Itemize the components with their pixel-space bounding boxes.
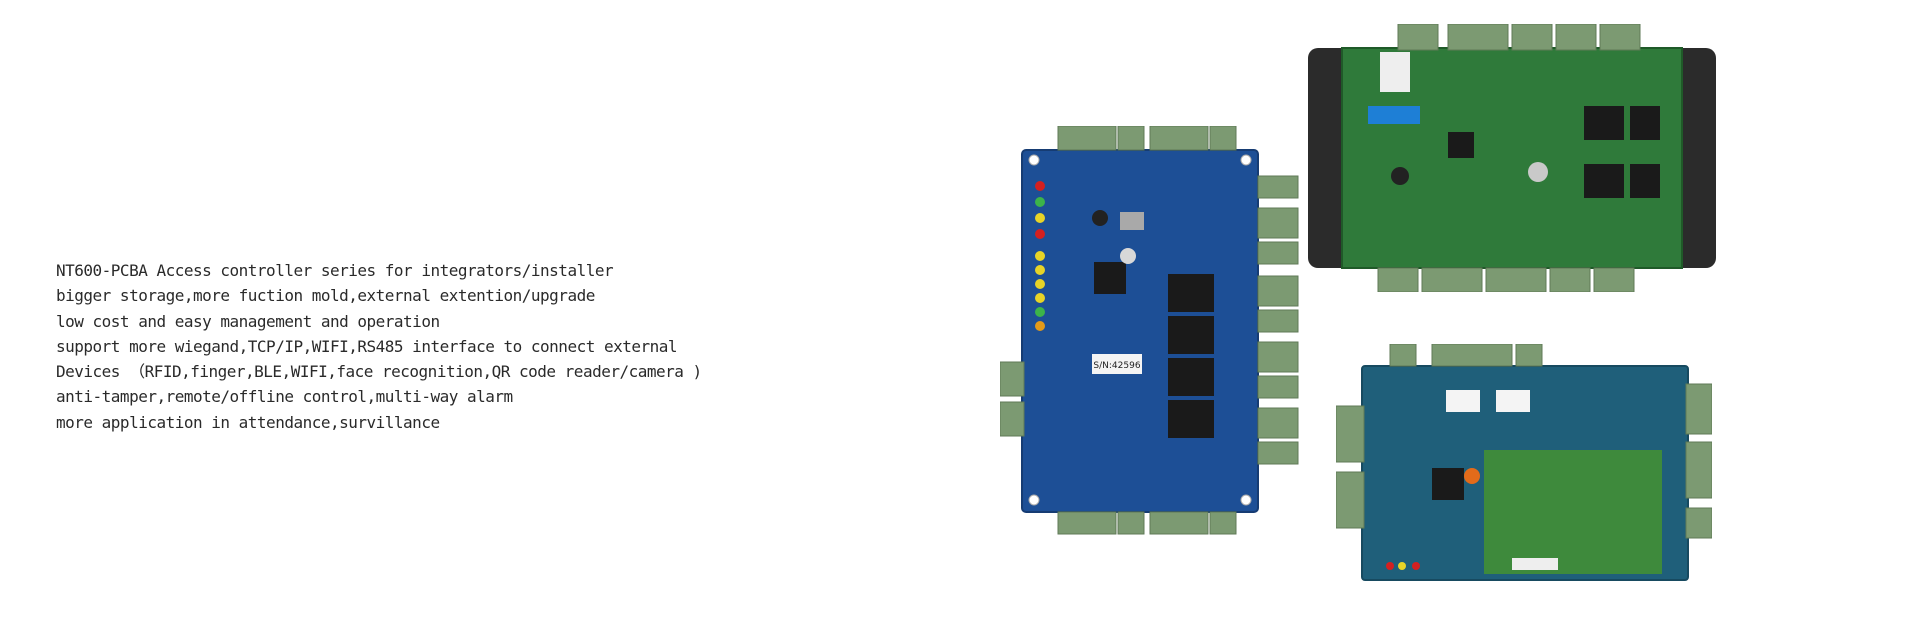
description-line: NT600-PCBA Access controller series for …: [56, 261, 614, 280]
teal-controller-board-image: [1336, 344, 1712, 584]
description-line: anti-tamper,remote/offline control,multi…: [56, 387, 513, 407]
description-line: Devices （RFID,finger,BLE,WIFI,face recog…: [56, 362, 702, 382]
description-line: bigger storage,more fuction mold,externa…: [56, 286, 595, 306]
serial-label: S/N:42596: [1093, 361, 1140, 371]
description-line: more application in attendance,survillan…: [56, 412, 440, 432]
description-line: low cost and easy management and operati…: [56, 311, 440, 331]
teal-board-svg: [1336, 344, 1712, 581]
blue-controller-board-image: S/N:42596: [1000, 126, 1300, 536]
product-description: NT600-PCBA Access controller series for …: [56, 258, 756, 435]
green-controller-board-image: [1308, 24, 1716, 292]
blue-board-svg: S/N:42596: [1000, 126, 1299, 535]
description-line: support more wiegand,TCP/IP,WIFI,RS485 i…: [56, 336, 678, 356]
green-board-svg: [1308, 24, 1716, 292]
